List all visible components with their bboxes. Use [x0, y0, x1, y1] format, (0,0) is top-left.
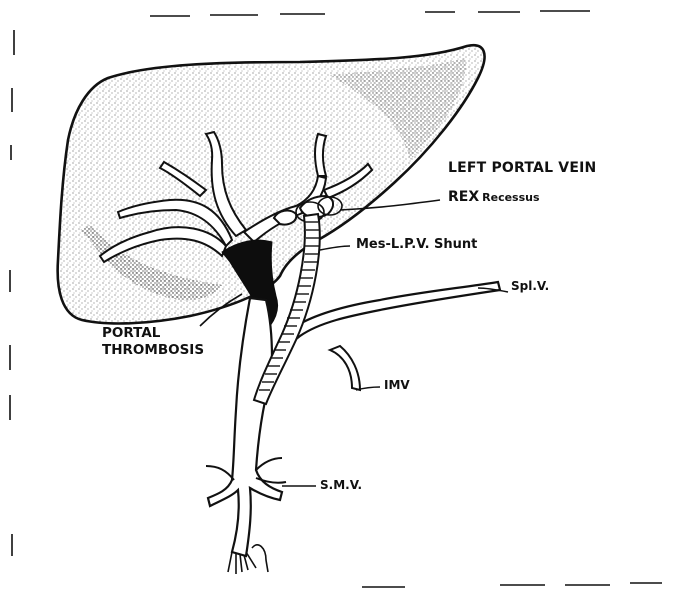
label-mes-lpv-shunt: Mes-L.P.V. Shunt	[356, 237, 477, 252]
label-imv: IMV	[384, 378, 410, 392]
imv-vessel	[330, 346, 360, 390]
portal-vein-trunk	[208, 282, 500, 556]
leader-shunt	[320, 246, 350, 250]
label-rex: REX	[448, 189, 479, 205]
label-portal: PORTAL	[102, 325, 160, 341]
label-recessus: Recessus	[482, 191, 539, 204]
label-smv: S.M.V.	[320, 478, 362, 492]
label-thrombosis: THROMBOSIS	[102, 342, 204, 358]
label-splenic-vein: Spl.V.	[511, 279, 549, 293]
label-left-portal-vein: LEFT PORTAL VEIN	[448, 160, 596, 176]
